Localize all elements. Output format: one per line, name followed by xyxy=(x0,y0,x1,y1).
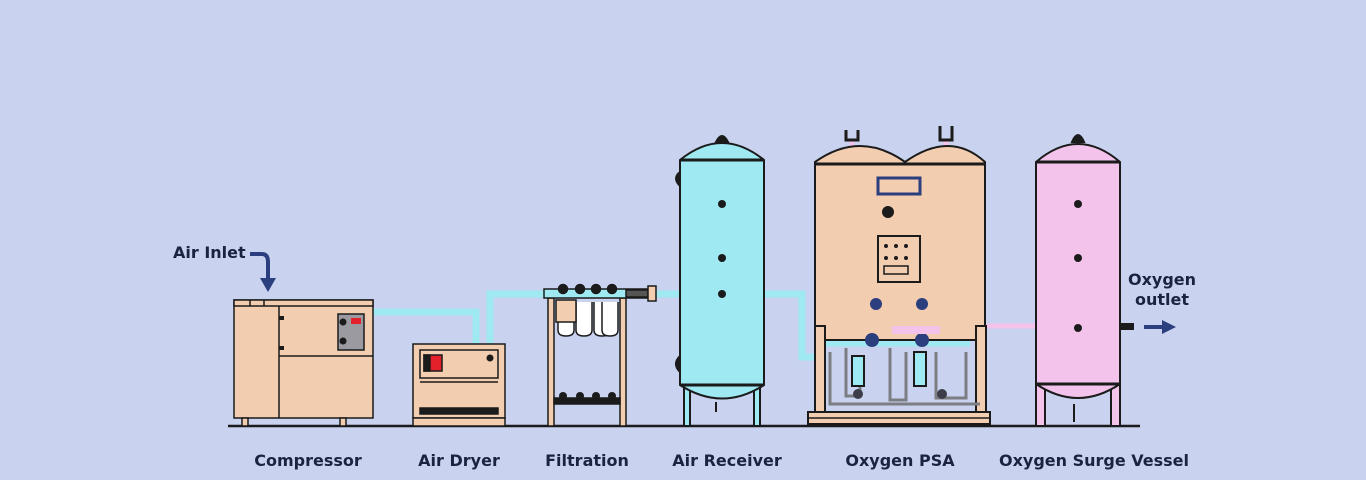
air-pipe xyxy=(373,290,970,361)
air-inlet-label: Air Inlet xyxy=(173,243,246,262)
oxygen-surge-vessel xyxy=(1035,134,1134,427)
stage-label-oxygen-surge-vessel: Oxygen Surge Vessel xyxy=(998,451,1190,470)
right-arrow-icon xyxy=(1144,320,1176,334)
down-arrow-icon xyxy=(250,252,276,292)
air-receiver xyxy=(675,135,765,427)
compressor xyxy=(233,299,374,427)
stage-label-compressor: Compressor xyxy=(254,451,362,470)
oxygen-psa xyxy=(807,126,991,425)
filtration-unit xyxy=(543,283,657,427)
stage-label-air-receiver: Air Receiver xyxy=(672,451,782,470)
oxygen-outlet-label-line2: outlet xyxy=(1134,290,1190,309)
stage-label-filtration: Filtration xyxy=(545,451,629,470)
oxygen-outlet-label-line1: Oxygen xyxy=(1127,270,1197,289)
oxygen-outlet-label: Oxygen outlet xyxy=(1128,270,1196,310)
air-dryer xyxy=(412,343,506,427)
stage-label-air-dryer: Air Dryer xyxy=(418,451,500,470)
stage-label-oxygen-psa: Oxygen PSA xyxy=(845,451,955,470)
